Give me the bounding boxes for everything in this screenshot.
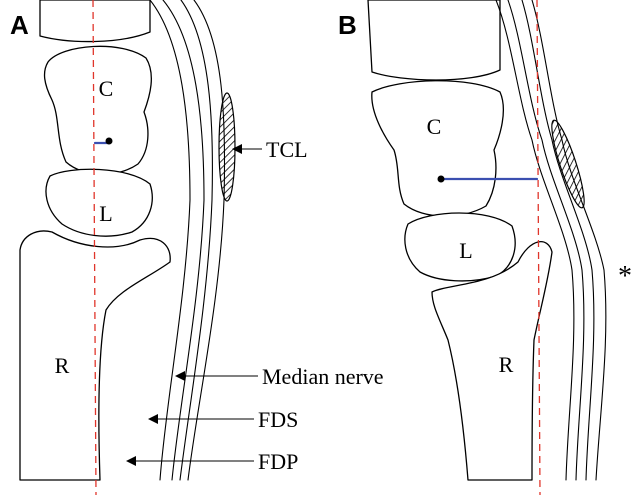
panel-b: B C L R * bbox=[338, 0, 632, 495]
capitate-label-b: C bbox=[427, 114, 442, 139]
median-nerve-arrowhead bbox=[175, 371, 185, 381]
sheath-inner-a bbox=[163, 0, 204, 480]
radius-label-a: R bbox=[55, 353, 70, 378]
median-nerve-label: Median nerve bbox=[262, 364, 384, 389]
capitate-b bbox=[372, 81, 504, 217]
tcl-ligament-b bbox=[546, 118, 590, 210]
capitate-label-a: C bbox=[99, 76, 114, 101]
radius-label-b: R bbox=[499, 352, 514, 377]
tcl-label: TCL bbox=[266, 137, 308, 162]
fdp-label: FDP bbox=[258, 449, 298, 474]
tcl-ligament-a bbox=[219, 93, 235, 201]
panel-a: A C L R TCL Median nerve FDS bbox=[10, 0, 384, 495]
fds-arrowhead bbox=[148, 414, 158, 424]
fdp-arrowhead bbox=[126, 456, 136, 466]
bowing-asterisk: * bbox=[618, 261, 632, 292]
panel-a-letter: A bbox=[10, 10, 29, 40]
median-nerve-a bbox=[180, 0, 212, 480]
fds-tendon-b bbox=[532, 0, 606, 480]
centroid-dot-a bbox=[106, 138, 113, 145]
lunate-label-b: L bbox=[459, 238, 472, 263]
panel-b-letter: B bbox=[338, 10, 357, 40]
lunate-label-a: L bbox=[99, 201, 112, 226]
capitate-a bbox=[45, 46, 152, 174]
centroid-dot-b bbox=[438, 176, 445, 183]
metacarpal-a bbox=[40, 0, 150, 42]
metacarpal-b bbox=[368, 0, 500, 80]
fds-label: FDS bbox=[258, 407, 298, 432]
